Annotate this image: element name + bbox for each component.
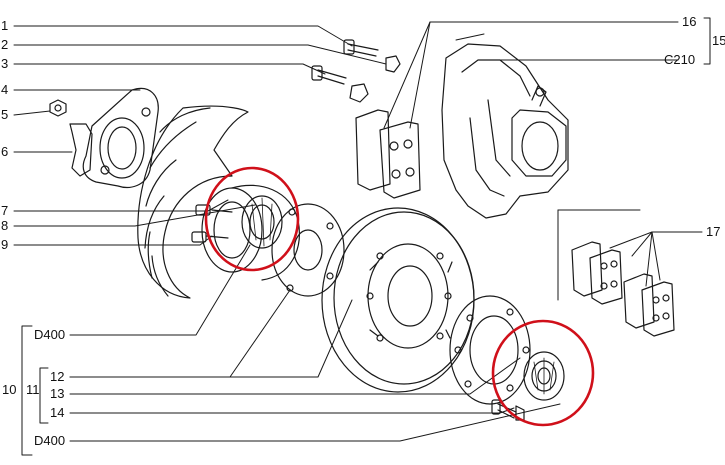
steering-knuckle-plate <box>69 87 159 189</box>
callout-14: 14 <box>50 405 65 420</box>
brake-pads-16 <box>355 109 421 199</box>
bolts-and-clips <box>311 39 401 103</box>
callout-5: 5 <box>1 107 9 122</box>
highlight-circle-outer-bearing <box>491 319 595 427</box>
label-d400-bottom: D400 <box>34 433 66 448</box>
label-d400-top: D400 <box>34 327 66 342</box>
nut <box>49 99 67 117</box>
highlight-circle-inner-bearing <box>204 166 300 272</box>
callout-3: 3 <box>1 56 9 71</box>
brake-caliper <box>441 43 569 219</box>
callout-c210: C210 <box>664 52 696 67</box>
highlight-circles <box>204 166 595 427</box>
callout-17: 17 <box>706 224 721 239</box>
brake-disc <box>321 207 475 393</box>
dust-shield <box>137 105 249 299</box>
callout-8: 8 <box>1 218 9 233</box>
outer-bearing <box>523 351 565 401</box>
leader-lines-right <box>383 17 711 301</box>
callout-15: 15 <box>712 33 725 48</box>
callout-13: 13 <box>50 386 65 401</box>
callout-7: 7 <box>1 203 9 218</box>
callout-1: 1 <box>1 18 9 33</box>
callout-12: 12 <box>50 369 65 384</box>
leader-lines-left <box>13 25 387 246</box>
brake-pads-17 <box>571 241 675 337</box>
callout-9: 9 <box>1 237 9 252</box>
leader-lines-bottom <box>21 244 561 456</box>
label-group-10: 10 <box>2 382 17 397</box>
callout-2: 2 <box>1 37 9 52</box>
callout-6: 6 <box>1 144 9 159</box>
label-group-11: 11 <box>26 382 40 397</box>
callout-4: 4 <box>1 82 9 97</box>
wheel-hub <box>191 184 345 297</box>
callout-16: 16 <box>682 14 697 29</box>
